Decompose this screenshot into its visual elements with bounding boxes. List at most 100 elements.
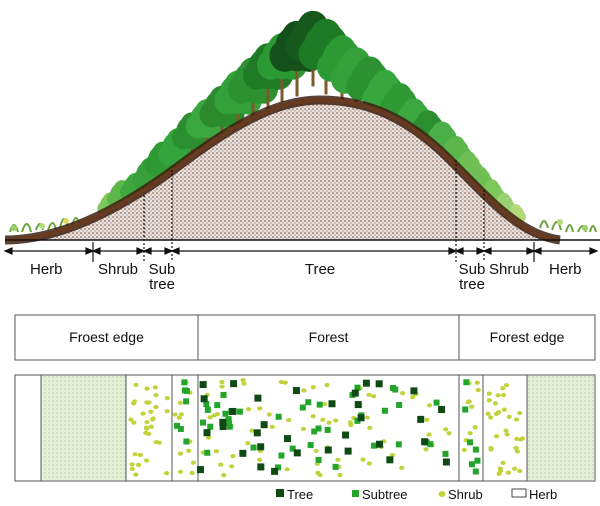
tree-mark — [442, 458, 450, 466]
shrub-mark — [488, 415, 494, 420]
shrub-mark — [426, 432, 432, 437]
shrub-mark — [172, 412, 178, 417]
tree-mark — [417, 415, 425, 423]
subtree-mark — [174, 422, 181, 429]
legend-subtree-label: Subtree — [362, 487, 408, 502]
subtree-mark — [463, 379, 470, 386]
label-subtree-left: Sub tree — [147, 262, 177, 292]
tree-mark — [239, 449, 247, 457]
zone-forest-edge-right: Forest edge — [489, 329, 565, 345]
tree-crown — [472, 166, 488, 183]
tree-mark — [199, 381, 207, 389]
legend-tree-swatch — [276, 489, 284, 497]
subtree-mark — [324, 426, 331, 433]
shrub-mark — [500, 386, 506, 391]
tree-mark — [342, 431, 350, 439]
shrub-mark — [366, 461, 372, 466]
zone-forest-edge-left: Froest edge — [69, 329, 144, 345]
subtree-mark — [468, 461, 475, 468]
shrub-mark — [465, 400, 471, 405]
tree-mark — [410, 387, 418, 395]
tree-mark — [354, 401, 362, 409]
shrub-mark — [131, 420, 137, 425]
shrub-mark — [426, 403, 433, 408]
subtree-mark — [371, 442, 378, 449]
label-shrub-left: Shrub — [98, 261, 139, 278]
subtree-mark — [472, 446, 479, 453]
shrub-mark — [326, 420, 332, 425]
shrub-mark — [240, 377, 246, 383]
shrub-mark — [322, 401, 328, 407]
shrub-mark — [219, 384, 225, 389]
plan-marks — [128, 377, 526, 478]
shrub-mark — [164, 396, 170, 401]
tree-mark — [386, 456, 394, 464]
tree-crown — [459, 151, 477, 169]
subtree-mark — [467, 439, 474, 446]
label-subtree-left-line1: Sub — [148, 261, 176, 278]
shrub-mark — [128, 417, 134, 422]
legend-tree-label: Tree — [287, 487, 314, 502]
shrub-mark — [313, 448, 319, 454]
subtree-mark — [299, 404, 306, 411]
shrub-mark — [190, 460, 197, 465]
shrub-mark — [513, 445, 519, 451]
shrub-mark — [131, 399, 138, 404]
shrub-mark — [495, 393, 501, 398]
subtree-mark — [204, 406, 211, 413]
shrub-mark — [176, 415, 182, 420]
shrub-mark — [514, 449, 520, 454]
shrub-mark — [371, 394, 377, 399]
legend-shrub-swatch — [438, 491, 446, 497]
shrub-mark — [410, 395, 416, 400]
shrub-mark — [389, 453, 396, 458]
shrub-mark — [519, 436, 526, 441]
subtree-mark — [226, 423, 233, 430]
herb-vegetation — [9, 217, 597, 233]
tree-mark — [260, 421, 268, 429]
legend-herb-swatch — [511, 488, 527, 498]
subtree-mark — [474, 457, 481, 464]
shrub-mark — [367, 425, 373, 430]
herb-zone-right — [527, 376, 594, 480]
shrub-mark — [335, 457, 341, 462]
shrub-mark — [496, 410, 502, 415]
shrub-mark — [399, 465, 405, 470]
label-subtree-right: Sub tree — [457, 262, 487, 292]
tree-mark — [254, 394, 262, 402]
shrub-mark — [337, 472, 343, 478]
shrub-mark — [486, 398, 492, 403]
subtree-mark — [395, 441, 402, 448]
shrub-mark — [301, 388, 307, 393]
tree-mark — [253, 429, 261, 437]
subtree-mark — [472, 468, 479, 475]
subtree-mark — [200, 419, 207, 426]
subtree-mark — [275, 413, 282, 420]
tree-mark — [257, 443, 265, 451]
shrub-mark — [257, 457, 263, 462]
tree-trunk — [236, 94, 240, 136]
tree-mark — [292, 387, 300, 395]
shrub-mark — [153, 404, 159, 410]
shrub-mark — [513, 417, 520, 422]
shrub-mark — [282, 380, 288, 385]
tree-mark — [203, 429, 211, 437]
shrub-mark — [177, 451, 184, 456]
tree-trunk — [266, 68, 270, 112]
tree-crown — [497, 192, 511, 207]
shrub-mark — [423, 447, 429, 452]
tree-crown — [446, 135, 466, 156]
hill-profile — [4, 10, 600, 245]
tree-trunk — [295, 48, 299, 97]
dimension-line — [3, 160, 599, 262]
shrub-mark — [360, 457, 366, 462]
tree-mark — [283, 435, 291, 443]
shrub-mark — [467, 431, 473, 436]
shrub-mark — [266, 412, 272, 417]
tree-mark — [271, 467, 279, 475]
shrub-mark — [148, 409, 154, 414]
shrub-mark — [245, 441, 251, 446]
herb-zone-left — [41, 376, 126, 480]
subtree-mark — [396, 401, 403, 408]
shrub-mark — [503, 382, 510, 388]
